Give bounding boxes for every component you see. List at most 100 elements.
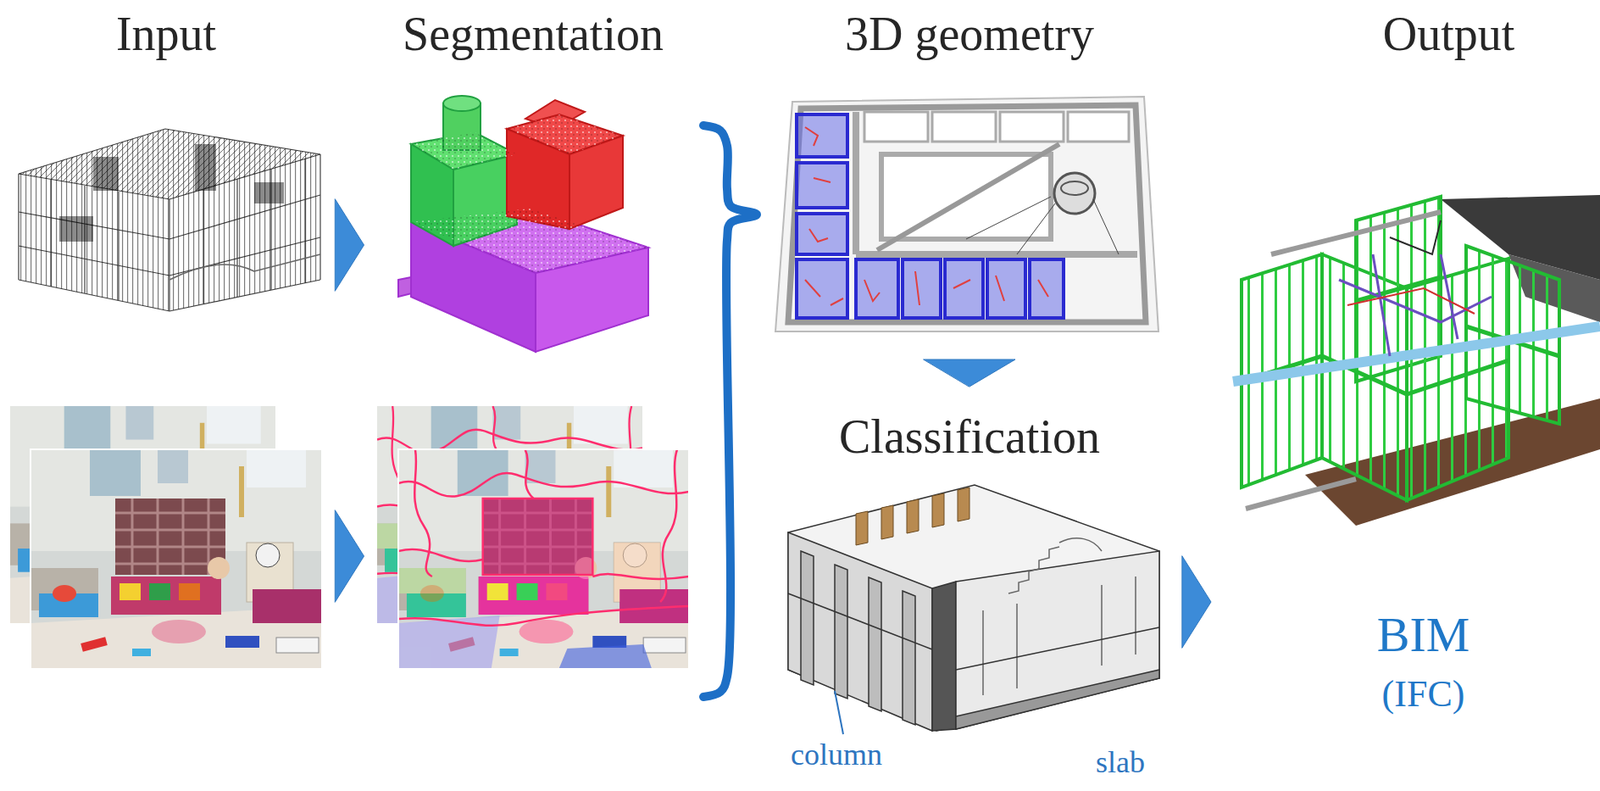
classified-building	[906, 499, 919, 534]
floor-plan	[864, 111, 928, 142]
floor-plan	[852, 111, 860, 255]
floor-plan	[855, 111, 1138, 255]
callout-label: slab	[1095, 744, 1145, 780]
floor-plan	[775, 96, 1159, 332]
bim-model	[1245, 211, 1441, 509]
callout-label: column	[790, 737, 883, 773]
floor-plan	[796, 114, 848, 157]
classified-building	[800, 550, 814, 685]
point-cloud	[18, 237, 321, 276]
point-cloud	[194, 144, 217, 191]
room-photos	[30, 449, 323, 669]
segmented-photos	[398, 449, 689, 669]
floor-plan	[987, 259, 1026, 318]
flow-arrow	[1182, 555, 1212, 648]
callout-holder: slab	[1095, 744, 1145, 780]
classified-building	[881, 505, 894, 539]
floor-plan	[1016, 203, 1056, 255]
segmented-building	[411, 132, 517, 170]
bim-model	[1372, 254, 1458, 356]
bim-model	[1233, 194, 1600, 526]
classified-building	[788, 593, 933, 650]
classified-building	[955, 550, 1160, 729]
classified-building	[800, 550, 916, 725]
classified-building	[902, 590, 916, 725]
classified-building	[955, 669, 1160, 729]
room-photos	[10, 405, 323, 669]
bim-model	[1245, 478, 1356, 509]
floor-plan	[864, 111, 1129, 142]
floor-plan	[796, 213, 848, 255]
segmented-photos	[377, 405, 689, 669]
point-cloud	[304, 158, 306, 284]
bim-model	[1233, 326, 1600, 382]
stage-panel: Input	[10, 6, 323, 672]
bracket-connector	[703, 125, 757, 697]
classified-building	[868, 577, 882, 712]
classified-building	[955, 627, 1160, 670]
segmented-building	[411, 208, 649, 273]
segmented-photos	[398, 449, 689, 669]
flow-arrow	[335, 199, 365, 602]
room-photos	[30, 449, 323, 669]
classified-building	[788, 532, 933, 731]
stage-heading: Classification	[838, 409, 1100, 464]
point-cloud	[169, 254, 321, 280]
floor-plan	[855, 259, 899, 318]
classified-building	[1008, 546, 1060, 594]
floor-plan	[796, 114, 1064, 318]
bim-model	[1241, 196, 1560, 500]
floor-plan	[966, 196, 1051, 239]
floor-plan	[788, 105, 1146, 323]
segmented-building	[506, 114, 623, 155]
stage-panel: Classification	[775, 408, 1164, 736]
point-cloud	[18, 128, 321, 174]
floor-plan	[855, 250, 1138, 258]
stage-panel: OutputBIM(IFC)	[1229, 6, 1597, 723]
point-cloud	[18, 128, 321, 312]
point-cloud	[236, 178, 238, 297]
floor-plan	[1093, 199, 1119, 255]
floor-plan	[944, 259, 984, 318]
floor-plan	[796, 162, 848, 208]
floor-plan	[805, 127, 831, 242]
floor-plan	[932, 111, 996, 142]
output-format: (IFC)	[1382, 672, 1466, 717]
floor-plan	[966, 196, 1119, 255]
point-cloud	[93, 156, 119, 191]
bim-model	[1347, 288, 1475, 314]
point-cloud	[59, 144, 284, 242]
segmented-building	[411, 114, 649, 273]
point-cloud	[202, 188, 204, 304]
stage-panel: 3D geometry	[775, 6, 1164, 338]
flow-arrow	[923, 359, 1016, 387]
classified-building	[932, 581, 956, 731]
bim-model	[1338, 279, 1492, 323]
stage-panel: Segmentation	[377, 6, 689, 672]
classified-building	[983, 576, 1136, 695]
classified-building	[957, 487, 970, 522]
stage-heading: Output	[1383, 6, 1516, 62]
classified-building	[788, 484, 1160, 731]
classified-building	[788, 484, 1160, 734]
segmented-photos	[398, 449, 689, 669]
point-cloud	[319, 154, 321, 280]
stage-heading: 3D geometry	[844, 6, 1095, 62]
classified-building	[983, 538, 1136, 695]
classified-building	[1059, 538, 1102, 551]
classified-building	[855, 487, 970, 545]
leader-line	[834, 690, 844, 734]
segmented-building	[398, 95, 653, 352]
floor-plan	[1000, 111, 1064, 142]
point-cloud	[50, 179, 51, 287]
floor-plan	[805, 271, 971, 306]
bim-model	[1271, 211, 1441, 255]
floor-plan	[1061, 181, 1089, 195]
point-cloud	[17, 173, 19, 280]
floor-plan	[1067, 111, 1129, 142]
bim-model	[1355, 277, 1441, 301]
classified-building	[932, 493, 945, 528]
